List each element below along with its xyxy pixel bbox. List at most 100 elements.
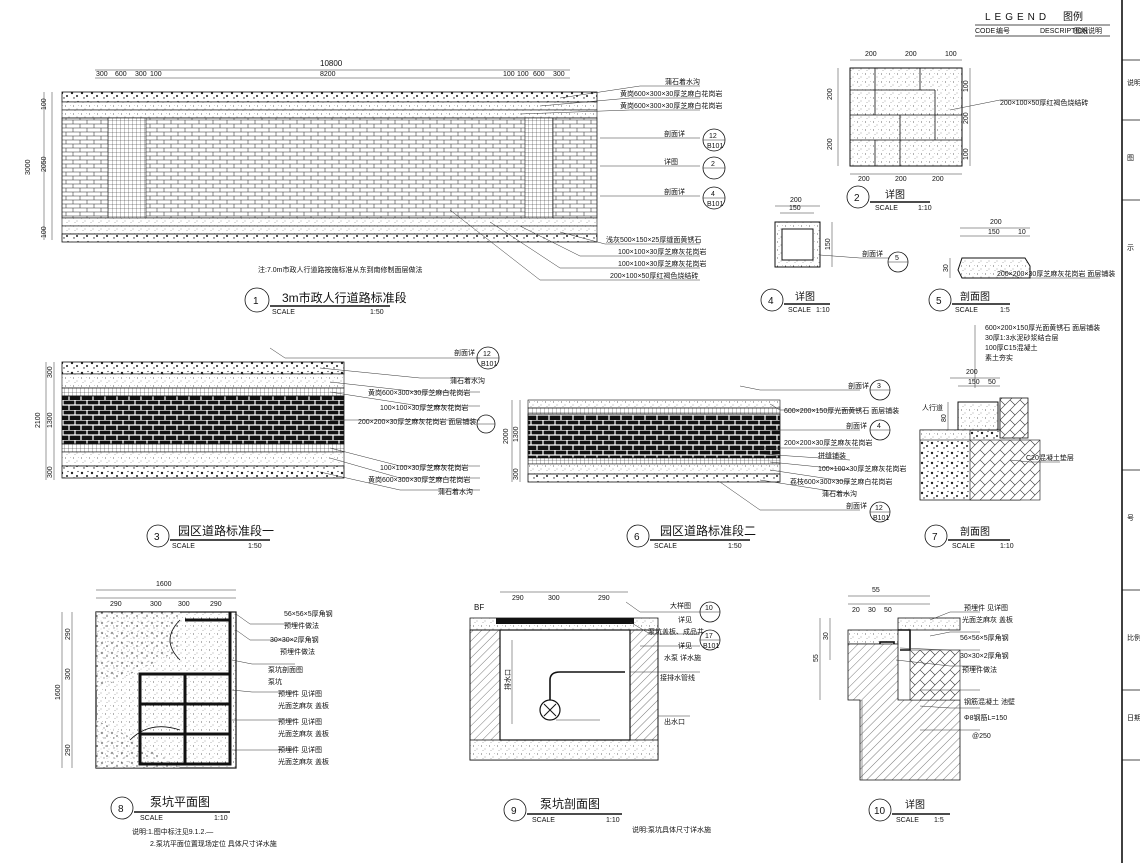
- d8-dims_top-1-label: 290: [110, 601, 122, 608]
- drawing-9-title: 9 泵坑剖面图 SCALE 1:10 说明:泵坑具体尺寸详水施: [503, 796, 711, 834]
- d7-top_callouts-2-label: 100厚C15混凝土: [985, 343, 1038, 352]
- d8-dims_top_total-label: 1600: [156, 581, 172, 588]
- d9-note: 说明:泵坑具体尺寸详水施: [632, 825, 711, 834]
- d1-ref-4: 4 B101: [702, 186, 726, 210]
- d6-ref-12: 12 B101: [869, 501, 891, 523]
- d9-pipe_label-label: 接排水管线: [660, 673, 695, 682]
- d1-dim-2: 300: [135, 71, 147, 78]
- d7-dims_top-2-label: 50: [988, 379, 996, 386]
- d3-ref-12: 12 B101: [476, 346, 500, 370]
- drawing-4-title: 4 详图 SCALE 1:10: [760, 288, 830, 314]
- drawings-1-number-label: 2: [854, 193, 860, 204]
- d1-dim-left-total: 3000: [25, 159, 32, 175]
- drawings-7-scale-label: 1:10: [214, 815, 228, 822]
- d1-callout-2: 黄岗600×300×30厚芝麻白花岗岩: [620, 101, 722, 110]
- d2-dims_left-1-label: 200: [827, 138, 834, 150]
- strip-label-4: 号: [1127, 514, 1134, 522]
- strip-label-3: 示: [1127, 244, 1134, 252]
- drawings-1-title-label: 详图: [885, 188, 905, 201]
- d7-dims_top-1-label: 150: [968, 379, 980, 386]
- d1-dim-left-0: 100: [41, 98, 48, 110]
- d10-callouts-3-label: 30×30×2厚角钢: [960, 651, 1009, 660]
- d10-callouts-5-label: 钢筋混凝土 池壁: [964, 697, 1015, 706]
- d9-ref_sheet-label: B101: [703, 643, 719, 650]
- drawing-6-plan: 2000 1300 300 剖面详 600×200×150厚光面黄锈石 面层铺装…: [503, 379, 906, 523]
- d1-callout-3: 剖面详: [664, 129, 685, 138]
- drawings-0-scale_label-label: SCALE: [272, 309, 295, 316]
- d6-ref-4: 4: [869, 419, 891, 441]
- drawing-8-title: 8 泵坑平面图 SCALE 1:10 说明:1.图中标注见9.1.2.— 2.泵…: [110, 794, 277, 848]
- drawing-10-detail: 55 20 30 50 55 30 预埋件 见详图 光面芝麻灰 盖板 56×56…: [813, 587, 1015, 781]
- strip-label-5: 比例: [1127, 633, 1140, 642]
- d8-callouts-10-label: 预埋件 见详图: [278, 745, 322, 754]
- d6-ref_sheet-label: B101: [873, 515, 889, 522]
- d9-dims_top-3-label: 290: [598, 595, 610, 602]
- d3-callouts_right-1-label: 蒲石着水沟: [450, 376, 485, 385]
- drawings-9-title-label: 详图: [905, 798, 925, 811]
- d1-callout-0: 蒲石着水沟: [665, 77, 700, 86]
- d8-dims_left_total-label: 1600: [55, 684, 62, 700]
- drawings-9-scale_label-label: SCALE: [896, 817, 919, 824]
- d6-callouts_right-8-label: 剖面详: [846, 501, 867, 510]
- d7-dims_side-0-label: 80: [941, 414, 948, 422]
- drawing-9-pump-section: 290 300 290 BF 排水口 大样图 详见 泵坑盖板、成品井 详见 水泵…: [469, 591, 721, 761]
- drawings-9-number-label: 10: [874, 806, 886, 817]
- d7-top_callouts-0-label: 600×200×150厚光面黄锈石 面层铺装: [985, 323, 1100, 332]
- d10-callouts-4-label: 预埋件做法: [962, 665, 997, 674]
- drawings-1-scale-label: 1:10: [918, 205, 932, 212]
- d9-dims_top-1-label: 290: [512, 595, 524, 602]
- drawings-1-scale_label-label: SCALE: [875, 205, 898, 212]
- d1-dim-5: 100: [503, 71, 515, 78]
- d9-refs-1-label: 17: [705, 633, 713, 640]
- drawings-3-scale-label: 1:10: [816, 307, 830, 314]
- d6-callouts_right-3-label: 剖面详: [846, 421, 867, 430]
- d10-dims_side-1-label: 30: [823, 632, 830, 640]
- d8-dims_left-1-label: 300: [65, 668, 72, 680]
- d3-ref-arrow: [476, 414, 496, 434]
- d1-ref-2: 2: [702, 156, 726, 180]
- d3-callouts_right-7-label: 蒲石着水沟: [438, 487, 473, 496]
- d4-ref-label: 5: [895, 255, 899, 262]
- d1-refs-0-label: 12: [709, 133, 717, 140]
- d5-dims_top-0-label: 200: [990, 219, 1002, 226]
- drawings-2-title-label: 园区道路标准段一: [178, 523, 274, 538]
- d8-note-1: 说明:1.图中标注见9.1.2.—: [132, 827, 213, 836]
- d6-callouts_right-0-label: 剖面详: [848, 381, 869, 390]
- d2-dims_bottom-0-label: 200: [858, 176, 870, 183]
- d3-refs-0-label: 12: [483, 351, 491, 358]
- d5-dim_side-label: 30: [943, 264, 950, 272]
- d8-callouts-1-label: 预埋件做法: [284, 621, 319, 630]
- drawing-8-pump-plan: 1600 290 300 300 290 1600 290 300 290: [55, 581, 333, 769]
- drawings-4-scale_label-label: SCALE: [955, 307, 978, 314]
- d6-ref-3: 3: [869, 379, 891, 401]
- drawing-10-title: 10 详图 SCALE 1:5: [868, 798, 950, 824]
- legend-desc-cn: 图纸说明: [1074, 26, 1102, 35]
- d2-dims_top-2-label: 100: [945, 51, 957, 58]
- drawings-5-number-label: 6: [634, 532, 640, 543]
- d8-dims_top-6-label: 290: [210, 601, 222, 608]
- d8-callouts-6-label: 预埋件 见详图: [278, 689, 322, 698]
- drawings-3-number-label: 4: [768, 296, 774, 307]
- d3-ref_sheet-label: B101: [481, 361, 497, 368]
- d5-dims_top-1-label: 150: [988, 229, 1000, 236]
- d8-dims_left-3-label: 290: [65, 744, 72, 756]
- d8-callouts-11-label: 光面芝麻灰 盖板: [278, 757, 329, 766]
- d1-note: 注:7.0m市政人行道路按施标准从东到南修制面层做法: [258, 265, 423, 274]
- drawings-2-scale-label: 1:50: [248, 543, 262, 550]
- d1-dim-8: 300: [553, 71, 565, 78]
- d2-dims_right-2-label: 100: [963, 148, 970, 160]
- d2-dims_bottom-1-label: 200: [895, 176, 907, 183]
- d2-dims_right-0-label: 100: [963, 80, 970, 92]
- drawings-6-scale_label-label: SCALE: [952, 543, 975, 550]
- d10-callouts-6-label: Φ8钢筋L=150: [964, 713, 1007, 722]
- d7-top_callouts-3-label: 素土夯实: [985, 353, 1013, 362]
- d8-callouts-8-label: 预埋件 见详图: [278, 717, 322, 726]
- d3-dims_left-1-label: 300: [47, 366, 54, 378]
- legend-code-cn: 编号: [996, 26, 1010, 35]
- d2-dims_right-1-label: 200: [963, 112, 970, 124]
- d9-ref-17: 17 B101: [699, 629, 721, 651]
- d8-callouts-2-label: 30×30×2厚角钢: [270, 635, 319, 644]
- d8-callouts-5-label: 泵坑: [268, 677, 282, 686]
- d8-dims_top-4-label: 300: [178, 601, 190, 608]
- drawings-6-title-label: 剖面图: [960, 525, 990, 538]
